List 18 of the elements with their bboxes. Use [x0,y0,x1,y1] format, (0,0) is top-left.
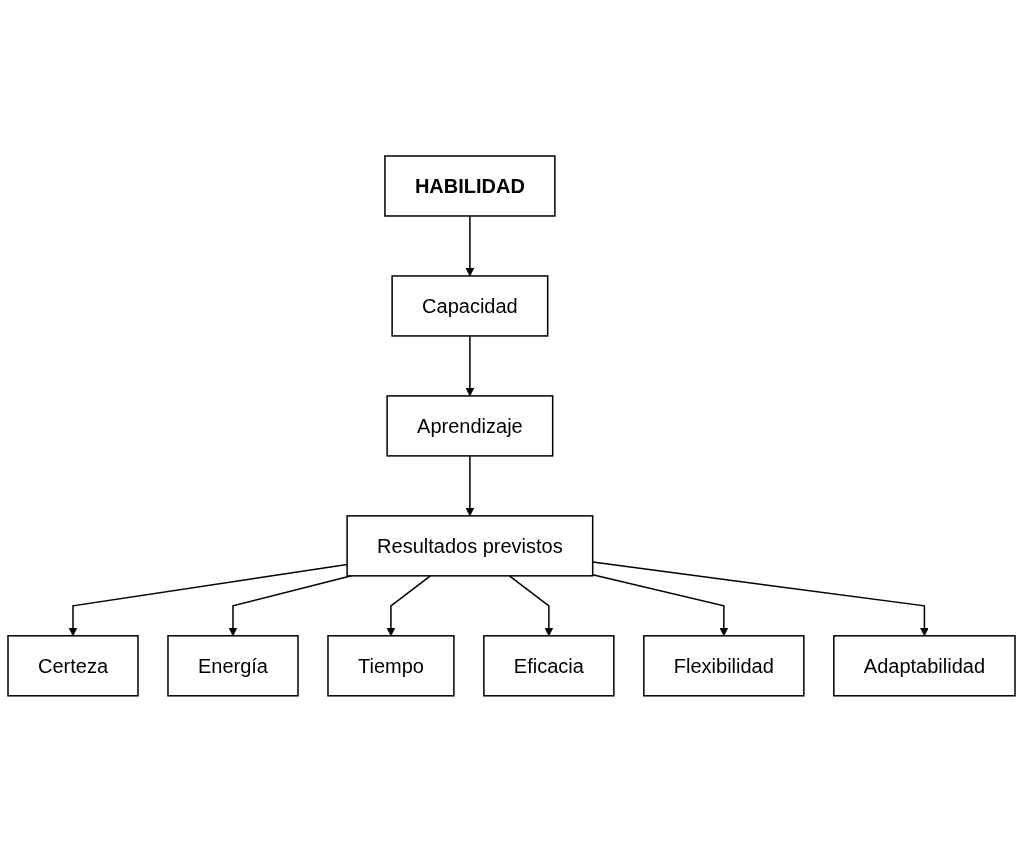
node-box: Tiempo [327,635,455,697]
node-box: Certeza [7,635,139,697]
node-box: Flexibilidad [643,635,805,697]
arrow [591,574,729,637]
arrow [386,575,432,637]
node-box: Energía [167,635,299,697]
node-box: Eficacia [483,635,615,697]
node-box: Aprendizaje [386,395,554,457]
arrow [591,561,929,637]
arrow [465,455,475,517]
arrow [465,215,475,277]
arrow [465,335,475,397]
node-box: Resultados previstos [346,515,594,577]
node-box: Adaptabilidad [833,635,1016,697]
node-box: HABILIDAD [384,155,556,217]
arrow [68,563,348,637]
arrow [508,575,554,637]
node-box: Capacidad [391,275,549,337]
